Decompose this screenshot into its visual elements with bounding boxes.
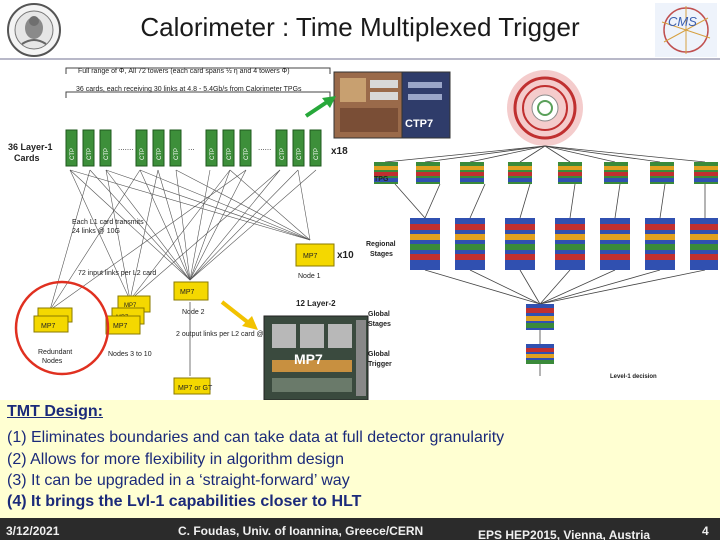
- svg-text:CTP: CTP: [210, 148, 216, 160]
- input-links-text: 72 input links per L2 card: [78, 270, 156, 277]
- node2-label: Node 2: [182, 309, 205, 316]
- global-stages-block: [526, 304, 554, 330]
- svg-text:CTP: CTP: [157, 148, 163, 160]
- svg-text:MP7: MP7: [41, 323, 56, 330]
- global-stages-label-line1: Global: [368, 311, 390, 318]
- x10-label: x10: [337, 250, 354, 261]
- level1-decision-label: Level-1 decision: [610, 374, 657, 380]
- svg-text:CTP: CTP: [104, 148, 110, 160]
- svg-text:CTP: CTP: [280, 148, 286, 160]
- ctp-card-row: CTP CTP CTP ....... CTP CTP CTP ... CTP …: [65, 129, 322, 167]
- global-trigger-block: [526, 344, 554, 364]
- footer-conference: EPS HEP2015, Vienna, Austria: [478, 528, 651, 540]
- title-underline: [0, 58, 720, 61]
- redundant-label-line1: Redundant: [38, 349, 72, 356]
- svg-text:CTP: CTP: [297, 148, 303, 160]
- node1-label: Node 1: [298, 273, 321, 280]
- layer1-label-line1: 36 Layer-1: [8, 142, 53, 152]
- tpg-row: [374, 162, 718, 184]
- tmt-design-point-3: (3) It can be upgraded in a ‘straight-fo…: [7, 472, 350, 489]
- ctp-card: CTP: [275, 129, 288, 167]
- ctp7-board-photo: [333, 71, 451, 139]
- tmt-design-heading: TMT Design:: [7, 403, 103, 420]
- ctp-card: CTP: [135, 129, 148, 167]
- ctp-card: CTP: [239, 129, 252, 167]
- redundant-mp7: [33, 315, 69, 333]
- fanout-lines: [49, 169, 317, 311]
- cms-logo: CMS: [655, 3, 717, 57]
- cards-brace: [65, 91, 331, 98]
- ctp-card: CTP: [205, 129, 218, 167]
- regional-stage-row: [410, 218, 718, 270]
- regional-label-line1: Regional: [366, 241, 396, 248]
- ctp-card: CTP: [222, 129, 235, 167]
- footer-author: C. Foudas, Univ. of Ioannina, Greece/CER…: [178, 524, 424, 538]
- x18-label: x18: [331, 146, 348, 157]
- redundant-label-line2: Nodes: [42, 358, 63, 365]
- mp7-arrow: [220, 300, 252, 326]
- regional-label-line2: Stages: [370, 251, 393, 258]
- mp7-gt-box: [173, 377, 211, 395]
- cards-text: 36 cards, each receiving 30 links at 4.8…: [76, 86, 302, 93]
- mp7-node-1-label: MP7: [180, 289, 195, 296]
- footer-date: 3/12/2021: [6, 524, 60, 538]
- mp7-node-x10-label: MP7: [303, 253, 318, 260]
- svg-text:CTP: CTP: [70, 148, 76, 160]
- svg-text:CTP: CTP: [174, 148, 180, 160]
- layer2-label: 12 Layer-2: [296, 299, 336, 308]
- tree-lines: [384, 145, 706, 376]
- page-title: Calorimeter : Time Multiplexed Trigger: [140, 12, 580, 42]
- redundant-nodes-circle: [14, 280, 110, 376]
- mp7-arrowhead: [242, 316, 258, 330]
- mp7-gt-label: MP7 or GT: [178, 385, 213, 392]
- ctp-card: CTP: [65, 129, 78, 167]
- ctp-card: CTP: [82, 129, 95, 167]
- ctp-card: CTP: [99, 129, 112, 167]
- ctp-card: CTP: [292, 129, 305, 167]
- svg-text:CTP: CTP: [87, 148, 93, 160]
- svg-text:CTP: CTP: [140, 148, 146, 160]
- ctp7-photo-label: CTP7: [405, 118, 433, 130]
- svg-text:CTP: CTP: [314, 148, 320, 160]
- mp7-node-1: [173, 281, 209, 301]
- mp7-board-photo: [263, 315, 369, 400]
- global-trigger-label-line2: Trigger: [368, 361, 392, 368]
- links-text-line2: 24 links @ 10G: [72, 228, 120, 235]
- layer1-label-line2: Cards: [14, 153, 40, 163]
- svg-text:MP7: MP7: [124, 303, 137, 309]
- global-trigger-label-line1: Global: [368, 351, 390, 358]
- svg-text:.......: .......: [118, 143, 134, 152]
- mp7-photo-label: MP7: [294, 351, 323, 367]
- top-brace: [65, 67, 331, 74]
- svg-text:CMS: CMS: [668, 14, 697, 29]
- nodes-3-10-text: Nodes 3 to 10: [108, 351, 152, 358]
- top-brace-text: Full range of Φ, All 72 towers (each car…: [78, 67, 290, 75]
- tpg-label: TPG: [374, 176, 389, 183]
- ctp7-arrowhead: [322, 96, 336, 108]
- mp7-node-x10: [295, 243, 335, 267]
- links-text-line1: Each L1 card transmits: [72, 219, 144, 226]
- tmt-architecture-diagram: Full range of Φ, All 72 towers (each car…: [0, 60, 720, 400]
- footer-page-number: 4: [702, 524, 709, 538]
- tmt-design-point-2: (2) Allows for more flexibility in algor…: [7, 451, 345, 468]
- svg-text:CTP: CTP: [227, 148, 233, 160]
- tmt-design-point-4: (4) It brings the Lvl-1 capabilities clo…: [7, 493, 362, 510]
- svg-text:MP7: MP7: [113, 323, 128, 330]
- university-seal-logo: [7, 3, 61, 57]
- svg-text:CTP: CTP: [244, 148, 250, 160]
- detector-ring: [507, 70, 583, 146]
- slide-footer: 3/12/2021 C. Foudas, Univ. of Ioannina, …: [0, 518, 720, 540]
- svg-text:...: ...: [188, 143, 195, 152]
- svg-text:......: ......: [258, 143, 271, 152]
- mp7-node-2c: [105, 315, 141, 335]
- ctp-card: CTP: [169, 129, 182, 167]
- tmt-design-panel: TMT Design: (1) Eliminates boundaries an…: [0, 400, 720, 518]
- ctp-card: CTP: [309, 129, 322, 167]
- global-stages-label-line2: Stages: [368, 321, 391, 328]
- tmt-design-point-1: (1) Eliminates boundaries and can take d…: [7, 429, 505, 446]
- ctp-card: CTP: [152, 129, 165, 167]
- output-links-text: 2 output links per L2 card @: [176, 331, 264, 338]
